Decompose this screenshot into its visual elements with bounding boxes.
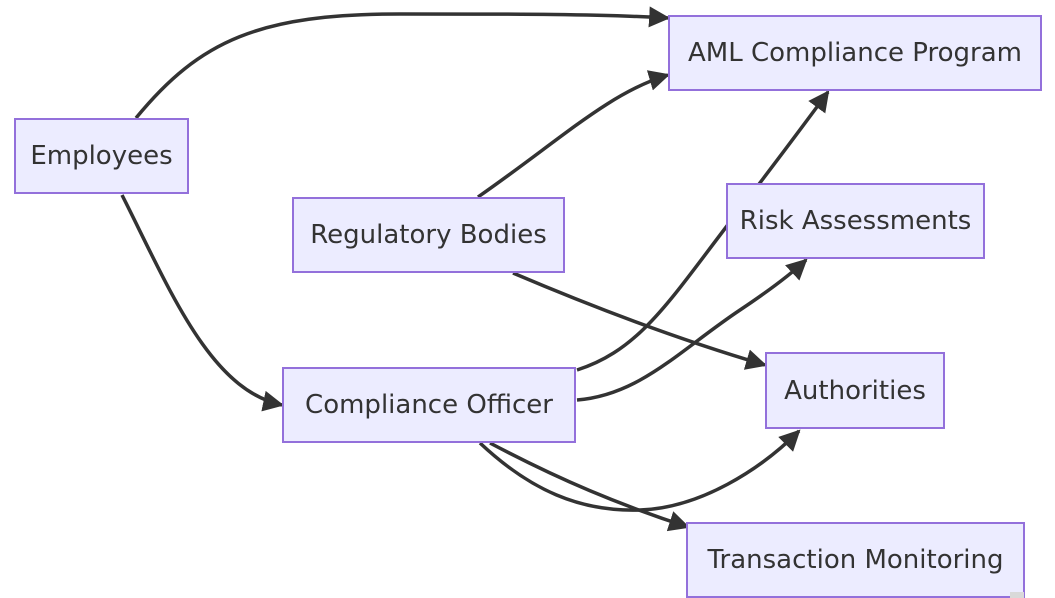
corner-handle [1010,592,1024,598]
node-risk-assessments: Risk Assessments [726,183,985,259]
node-regulatory-bodies: Regulatory Bodies [292,197,565,273]
edge-officer-to-monitoring [489,441,690,532]
edge-employees-to-officer [120,194,285,412]
node-employees: Employees [14,118,189,194]
edge-officer-to-risk [576,258,808,402]
node-transaction-monitoring: Transaction Monitoring [686,522,1025,598]
edge-employees-to-aml [134,6,671,120]
node-aml-compliance-program: AML Compliance Program [668,15,1042,91]
edge-regulatory-to-authorities [512,271,768,370]
edge-regulatory-to-aml [477,70,671,199]
node-compliance-officer: Compliance Officer [282,367,576,443]
node-authorities: Authorities [765,352,945,429]
